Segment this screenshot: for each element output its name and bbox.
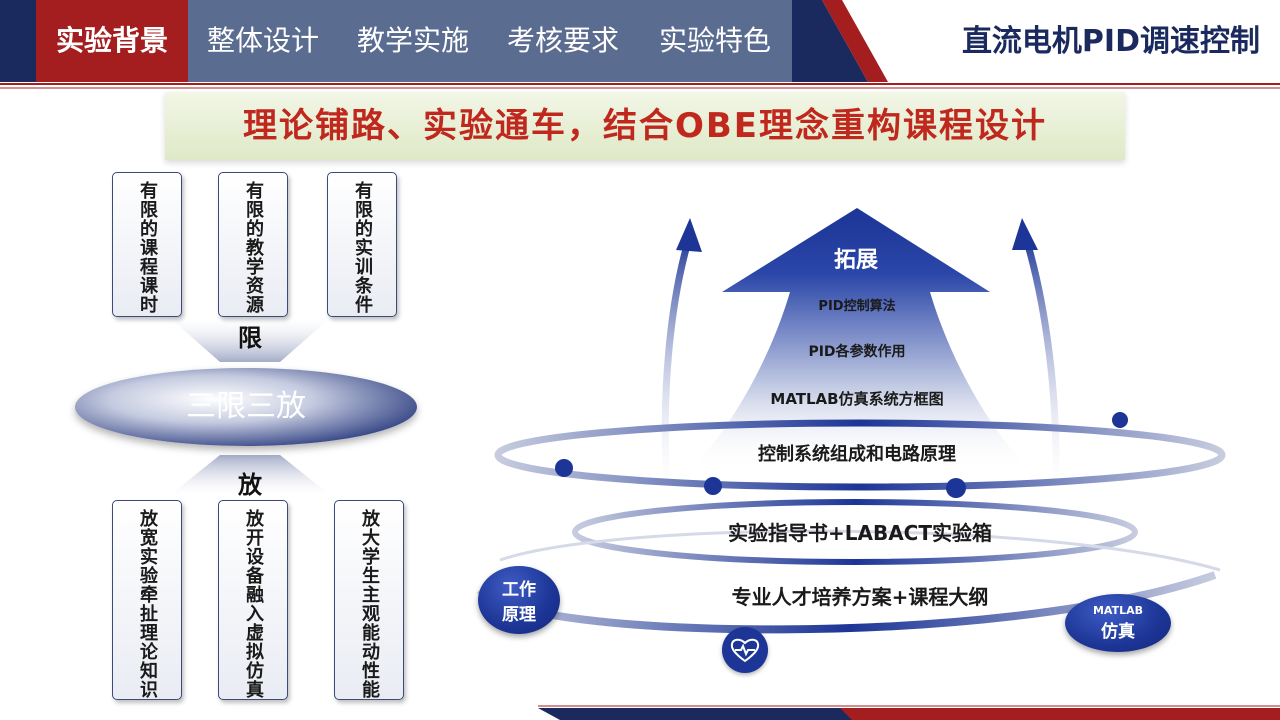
center-text: 三限三放 (186, 389, 306, 424)
release-box-theory: 放宽实验牵扯理论知识 (112, 500, 182, 700)
footer-decoration (538, 705, 1280, 720)
level-pid-algorithm: PID控制算法 (818, 299, 896, 314)
release-text-virtual: 放开设备融入虚拟仿真 (243, 509, 264, 699)
release-text-theory: 放宽实验牵扯理论知识 (137, 509, 158, 699)
tab-experiment-background[interactable]: 实验背景 (36, 0, 188, 82)
banner-text: 理论铺路、实验通车，结合OBE理念重构课程设计 (242, 106, 1048, 146)
limit-label: 限 (238, 324, 262, 352)
tab-experiment-features[interactable]: 实验特色 (658, 24, 771, 57)
limit-box-conditions: 有限的实训条件 (327, 172, 397, 317)
tab-teaching-implementation[interactable]: 教学实施 (356, 24, 469, 57)
banner: 理论铺路、实验通车，结合OBE理念重构课程设计 (165, 92, 1125, 160)
badge-working-principle: 工作 原理 (478, 566, 560, 634)
release-box-virtual: 放开设备融入虚拟仿真 (218, 500, 288, 700)
tab-assessment-requirements[interactable]: 考核要求 (506, 24, 619, 57)
arrow-top-label: 拓展 (833, 248, 878, 273)
limit-box-hours: 有限的课程课时 (112, 172, 182, 317)
limit-text-conditions: 有限的实训条件 (352, 181, 373, 314)
course-title: 直流电机PID调速控制 (961, 24, 1260, 59)
badge-right-line2: 仿真 (1101, 622, 1135, 642)
heartbeat-icon (722, 627, 768, 673)
level-control-system-circuit: 控制系统组成和电路原理 (758, 444, 956, 465)
release-box-initiative: 放大学生主观能动性能 (334, 500, 404, 700)
ring-bottom-label: 专业人才培养方案+课程大纲 (731, 585, 989, 609)
badge-right-line1: MATLAB (1092, 604, 1143, 617)
release-label: 放 (238, 471, 262, 499)
ring-middle-label: 实验指导书+LABACT实验箱 (727, 521, 993, 545)
limit-text-hours: 有限的课程课时 (137, 181, 158, 314)
header-decoration (0, 0, 1280, 89)
level-pid-parameters: PID各参数作用 (808, 344, 906, 360)
limit-text-resources: 有限的教学资源 (243, 181, 264, 314)
three-limits-three-releases: 三限三放 (75, 368, 417, 446)
right-arrow-head (1012, 218, 1038, 250)
badge-left-line1: 工作 (502, 580, 536, 600)
limit-box-resources: 有限的教学资源 (218, 172, 288, 317)
top-bar: 实验背景 整体设计 教学实施 考核要求 实验特色 直流电机PID调速控制 (0, 0, 1280, 89)
tab-overall-design[interactable]: 整体设计 (206, 24, 319, 57)
level-matlab-block-diagram: MATLAB仿真系统方框图 (770, 390, 944, 408)
left-arrow-head (676, 218, 702, 252)
badge-left-line2: 原理 (502, 605, 536, 625)
release-text-initiative: 放大学生主观能动性能 (359, 509, 380, 699)
badge-matlab-simulation: MATLAB 仿真 (1065, 594, 1171, 652)
